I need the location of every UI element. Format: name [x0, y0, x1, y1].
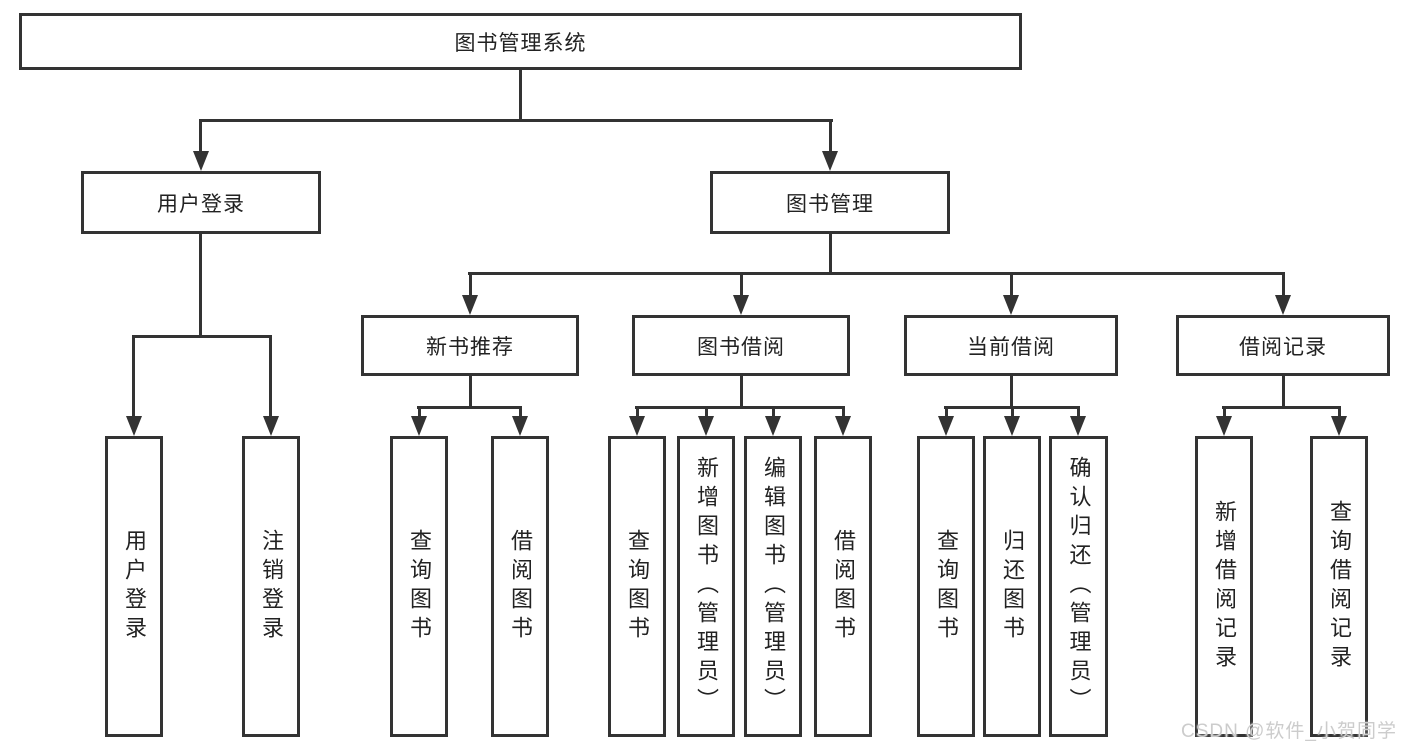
- leaf-br-query-record: 查询借阅记录: [1310, 436, 1368, 737]
- connector-line: [944, 406, 1080, 409]
- arrow-down-icon: [835, 416, 851, 436]
- connector-line: [519, 409, 522, 419]
- connector-line: [829, 234, 832, 272]
- connector-line: [1282, 376, 1285, 406]
- connector-line: [417, 406, 522, 409]
- leaf-cb-return-books: 归还图书: [983, 436, 1041, 737]
- leaf-bb-borrow-books: 借阅图书: [814, 436, 872, 737]
- node-user-login: 用户登录: [81, 171, 321, 234]
- node-new-book-recommend: 新书推荐: [361, 315, 579, 376]
- leaf-cb-confirm-return-admin: 确认归还（管理员）: [1049, 436, 1108, 737]
- connector-line: [199, 122, 202, 154]
- leaf-bb-query-books: 查询图书: [608, 436, 666, 737]
- connector-line: [199, 119, 833, 122]
- arrow-down-icon: [1331, 416, 1347, 436]
- connector-line: [418, 409, 421, 419]
- arrow-down-icon: [1003, 295, 1019, 315]
- arrow-down-icon: [411, 416, 427, 436]
- arrow-down-icon: [512, 416, 528, 436]
- connector-line: [1223, 409, 1226, 419]
- connector-line: [772, 409, 775, 419]
- arrow-down-icon: [462, 295, 478, 315]
- arrow-down-icon: [1070, 416, 1086, 436]
- leaf-bb-edit-books-admin: 编辑图书（管理员）: [744, 436, 802, 737]
- arrow-down-icon: [938, 416, 954, 436]
- arrow-down-icon: [765, 416, 781, 436]
- arrow-down-icon: [1004, 416, 1020, 436]
- connector-line: [740, 275, 743, 297]
- connector-line: [132, 335, 272, 338]
- connector-line: [469, 376, 472, 406]
- connector-line: [199, 234, 202, 335]
- connector-line: [842, 409, 845, 419]
- arrow-down-icon: [1216, 416, 1232, 436]
- connector-line: [469, 275, 472, 297]
- node-book-management: 图书管理: [710, 171, 950, 234]
- arrow-down-icon: [263, 416, 279, 436]
- connector-line: [1222, 406, 1341, 409]
- arrow-down-icon: [193, 151, 209, 171]
- arrow-down-icon: [1275, 295, 1291, 315]
- connector-line: [1077, 409, 1080, 419]
- connector-line: [945, 409, 948, 419]
- leaf-nbr-query-books: 查询图书: [390, 436, 448, 737]
- leaf-nbr-borrow-books: 借阅图书: [491, 436, 549, 737]
- leaf-user-login: 用户登录: [105, 436, 163, 737]
- connector-line: [636, 409, 639, 419]
- leaf-br-add-record: 新增借阅记录: [1195, 436, 1253, 737]
- leaf-cb-query-books: 查询图书: [917, 436, 975, 737]
- arrow-down-icon: [629, 416, 645, 436]
- connector-line: [1282, 275, 1285, 297]
- connector-line: [132, 338, 135, 418]
- connector-line: [468, 272, 1285, 275]
- connector-line: [635, 406, 845, 409]
- connector-line: [269, 338, 272, 418]
- node-book-borrowing: 图书借阅: [632, 315, 850, 376]
- arrow-down-icon: [698, 416, 714, 436]
- leaf-logout: 注销登录: [242, 436, 300, 737]
- connector-line: [519, 70, 522, 119]
- node-root: 图书管理系统: [19, 13, 1022, 70]
- arrow-down-icon: [822, 151, 838, 171]
- arrow-down-icon: [733, 295, 749, 315]
- connector-line: [705, 409, 708, 419]
- node-borrowing-records: 借阅记录: [1176, 315, 1390, 376]
- connector-line: [1338, 409, 1341, 419]
- connector-line: [1011, 409, 1014, 419]
- node-current-borrowing: 当前借阅: [904, 315, 1118, 376]
- connector-line: [1010, 275, 1013, 297]
- connector-line: [1010, 376, 1013, 406]
- leaf-bb-add-books-admin: 新增图书（管理员）: [677, 436, 735, 737]
- arrow-down-icon: [126, 416, 142, 436]
- connector-line: [740, 376, 743, 406]
- connector-line: [829, 122, 832, 154]
